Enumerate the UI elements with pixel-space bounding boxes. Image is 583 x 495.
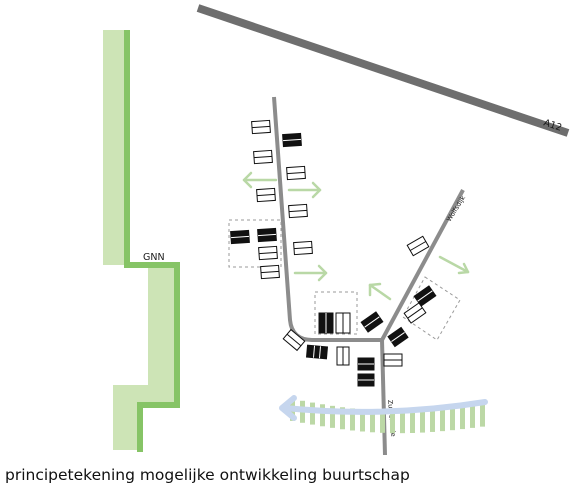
house-filled <box>318 312 334 334</box>
hatch-mark <box>430 409 435 432</box>
road-zuiderkade <box>380 339 387 456</box>
development-zones <box>228 219 461 341</box>
house-filled <box>282 132 302 148</box>
hatch-mark <box>450 408 455 431</box>
house-filled <box>357 357 375 371</box>
hatch-mark <box>380 410 385 433</box>
hatch-mark <box>470 405 475 428</box>
hatch-mark <box>400 411 405 434</box>
highway-label: A12 <box>542 117 563 133</box>
green-corridor-gnn: GNN <box>103 30 180 452</box>
green-link-strip <box>279 395 488 434</box>
house-filled <box>257 227 277 243</box>
hatch-mark <box>350 408 355 431</box>
highway-line <box>196 4 570 137</box>
hatch-mark <box>340 407 345 430</box>
hatch-mark <box>370 410 375 433</box>
arrow-east-right <box>438 255 470 275</box>
house-outline <box>253 149 273 165</box>
hatch-mark <box>310 402 315 425</box>
hatch-mark <box>410 410 415 433</box>
house-outline <box>286 165 306 181</box>
zone-east <box>402 276 461 341</box>
house-outline <box>282 328 306 352</box>
hatch-mark <box>460 407 465 430</box>
houses <box>230 119 437 387</box>
hatch-mark <box>360 409 365 432</box>
house-outline <box>335 312 351 334</box>
zone-center <box>314 291 358 335</box>
hatch-mark <box>440 409 445 432</box>
hatch-mark <box>420 410 425 433</box>
development-arrows <box>242 171 470 301</box>
house-filled <box>360 311 384 333</box>
house-filled <box>357 373 375 387</box>
green-corridor-edge <box>124 30 180 452</box>
house-outline <box>383 353 403 367</box>
green-zone-area <box>103 30 178 450</box>
house-filled <box>305 344 329 360</box>
house-outline <box>260 264 280 280</box>
house-outline <box>288 203 308 219</box>
arrow-west-left <box>242 171 278 189</box>
highway-a12: A12 <box>196 4 570 137</box>
house-filled <box>413 285 437 307</box>
arrow-center-left <box>368 282 392 301</box>
house-outline <box>406 235 430 257</box>
hatch-mark <box>480 404 485 427</box>
house-outline <box>256 187 276 203</box>
arrow-west-lower-right <box>293 264 328 282</box>
road-west <box>272 96 382 342</box>
hatch-mark <box>330 405 335 428</box>
house-outline <box>403 302 427 324</box>
gnn-label: GNN <box>143 252 165 263</box>
hatch-mark <box>320 404 325 427</box>
diagram-caption: principetekening mogelijke ontwikkeling … <box>5 466 410 484</box>
house-filled <box>387 326 409 348</box>
blue-arrow <box>279 395 488 421</box>
house-outline <box>336 346 350 366</box>
house-outline <box>251 119 271 135</box>
hatch-mark <box>390 411 395 434</box>
zone-west <box>228 219 282 268</box>
house-filled <box>230 229 250 245</box>
road-wolfsdijk <box>380 189 465 341</box>
road-label-wolfsdijk: Wolfsdijk <box>445 194 467 223</box>
house-outline <box>258 245 278 261</box>
arrow-west-right <box>287 181 322 199</box>
house-outline <box>293 240 313 256</box>
